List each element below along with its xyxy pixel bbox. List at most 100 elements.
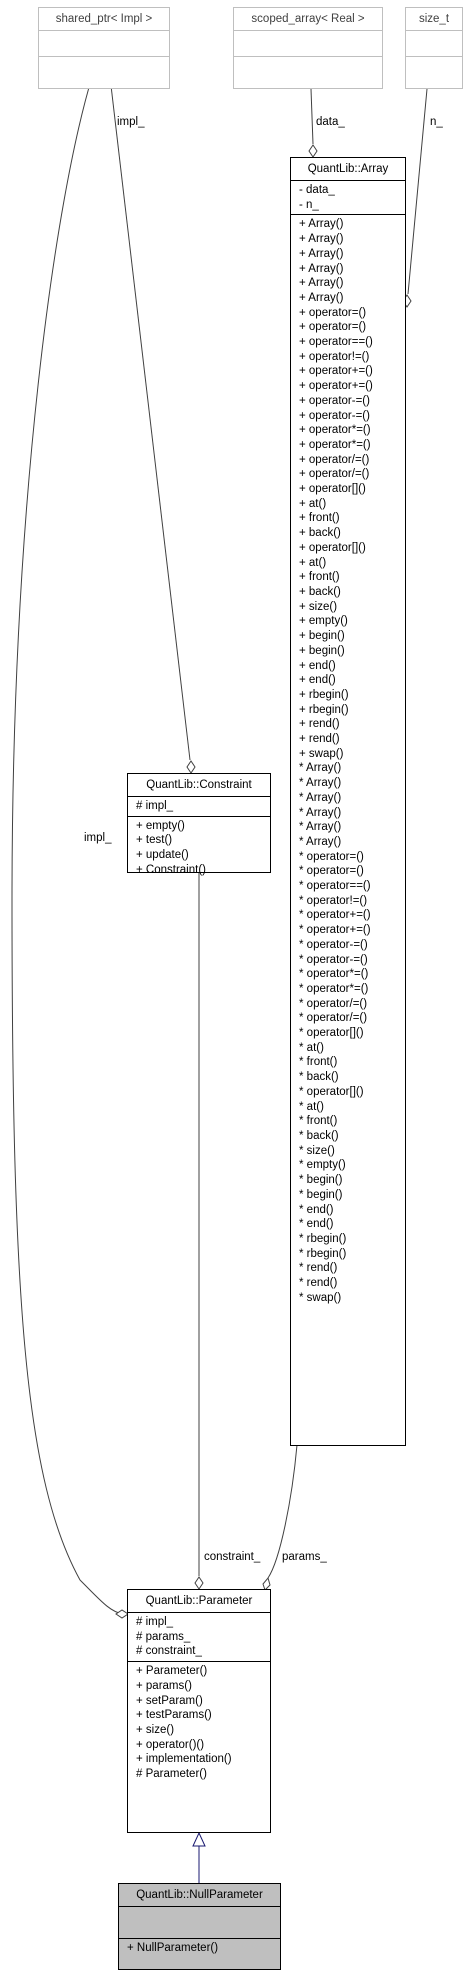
class-member[interactable]: + Array(): [299, 218, 344, 231]
class-member[interactable]: * operator/=(): [299, 997, 368, 1010]
class-member[interactable]: + operator*=(): [299, 424, 371, 437]
class-box-shared-ptr[interactable]: shared_ptr< Impl >: [38, 7, 170, 89]
class-member[interactable]: * size(): [299, 1144, 335, 1157]
class-member[interactable]: + end(): [299, 659, 336, 672]
class-member[interactable]: + empty(): [299, 615, 348, 628]
class-box-parameter[interactable]: QuantLib::Parameter # impl_# params_# co…: [127, 1589, 271, 1833]
class-member[interactable]: + operator=(): [299, 306, 367, 319]
class-member[interactable]: * end(): [299, 1203, 334, 1216]
class-member[interactable]: # params_: [136, 1630, 191, 1643]
class-member[interactable]: * Array(): [299, 806, 342, 819]
class-member[interactable]: + operator-=(): [299, 394, 370, 407]
class-member[interactable]: + at(): [299, 556, 327, 569]
class-member[interactable]: + operator/=(): [299, 453, 370, 466]
class-member[interactable]: + Array(): [299, 233, 344, 246]
class-member[interactable]: + Array(): [299, 291, 344, 304]
class-member[interactable]: + setParam(): [136, 1694, 203, 1707]
class-member[interactable]: - data_: [299, 184, 335, 196]
class-member[interactable]: + params(): [136, 1679, 192, 1692]
class-box-nullparameter[interactable]: QuantLib::NullParameter + NullParameter(…: [118, 1883, 281, 1970]
class-member[interactable]: * back(): [299, 1071, 339, 1084]
class-member[interactable]: + end(): [299, 674, 336, 687]
class-member[interactable]: + operator/=(): [299, 468, 370, 481]
class-member[interactable]: + operator=(): [299, 321, 367, 334]
class-member[interactable]: * rend(): [299, 1277, 338, 1290]
class-member[interactable]: + NullParameter(): [127, 1942, 219, 1954]
class-member[interactable]: # impl_: [136, 800, 174, 812]
class-member[interactable]: * operator-=(): [299, 953, 368, 966]
class-member[interactable]: + Constraint(): [136, 863, 206, 876]
class-member[interactable]: * rend(): [299, 1262, 338, 1275]
class-member[interactable]: + empty(): [136, 819, 185, 832]
class-member[interactable]: + operator[](): [299, 541, 366, 554]
class-member[interactable]: + update(): [136, 849, 189, 862]
class-member[interactable]: + rend(): [299, 718, 340, 731]
class-member[interactable]: * operator/=(): [299, 1012, 368, 1025]
class-member[interactable]: * Array(): [299, 835, 342, 848]
class-member[interactable]: * begin(): [299, 1174, 343, 1187]
class-member[interactable]: + size(): [299, 600, 338, 613]
class-member[interactable]: + size(): [136, 1723, 175, 1736]
class-member[interactable]: * Array(): [299, 821, 342, 834]
class-member[interactable]: + rbegin(): [299, 688, 349, 701]
class-member[interactable]: * operator+=(): [299, 924, 371, 937]
class-member[interactable]: * front(): [299, 1056, 338, 1069]
class-member[interactable]: * Array(): [299, 791, 342, 804]
class-member[interactable]: + operator-=(): [299, 409, 370, 422]
class-member[interactable]: * back(): [299, 1130, 339, 1142]
class-member[interactable]: + operator+=(): [299, 365, 373, 378]
class-member[interactable]: + front(): [299, 512, 340, 525]
class-member[interactable]: * operator=(): [299, 850, 364, 863]
class-member[interactable]: + back(): [299, 527, 341, 540]
class-member[interactable]: * end(): [299, 1218, 334, 1231]
class-member[interactable]: * at(): [299, 1100, 324, 1113]
class-member[interactable]: + operator==(): [299, 336, 373, 349]
class-member[interactable]: # impl_: [136, 1616, 174, 1628]
class-member[interactable]: * rbegin(): [299, 1247, 347, 1260]
class-member[interactable]: + rend(): [299, 733, 340, 746]
class-member[interactable]: + operator()(): [136, 1738, 205, 1751]
class-member[interactable]: + operator+=(): [299, 380, 373, 393]
class-member[interactable]: - n_: [299, 198, 319, 211]
class-member[interactable]: * operator[](): [299, 1085, 364, 1098]
class-member[interactable]: * begin(): [299, 1188, 343, 1201]
class-member[interactable]: + Array(): [299, 247, 344, 260]
class-member[interactable]: + Array(): [299, 277, 344, 290]
class-member[interactable]: + back(): [299, 585, 341, 598]
class-member[interactable]: + front(): [299, 571, 340, 584]
class-member[interactable]: * rbegin(): [299, 1232, 347, 1245]
class-member[interactable]: # Parameter(): [136, 1768, 207, 1781]
class-box-size-t[interactable]: size_t: [405, 7, 463, 89]
class-member[interactable]: # constraint_: [136, 1645, 202, 1658]
class-box-scoped-array[interactable]: scoped_array< Real >: [233, 7, 383, 89]
class-member[interactable]: * operator[](): [299, 1027, 364, 1040]
class-member[interactable]: * operator!=(): [299, 894, 368, 907]
class-member[interactable]: + implementation(): [136, 1753, 232, 1766]
class-member[interactable]: * operator-=(): [299, 938, 368, 951]
class-member[interactable]: * operator*=(): [299, 968, 369, 981]
class-member[interactable]: + begin(): [299, 630, 345, 643]
class-member[interactable]: + operator[](): [299, 483, 366, 496]
class-member[interactable]: * Array(): [299, 777, 342, 790]
class-member[interactable]: * operator=(): [299, 865, 364, 878]
class-member[interactable]: + at(): [299, 497, 327, 510]
class-member[interactable]: + swap(): [299, 747, 344, 760]
class-member[interactable]: + Array(): [299, 262, 344, 275]
class-member[interactable]: * at(): [299, 1041, 324, 1054]
class-member[interactable]: * operator==(): [299, 880, 371, 893]
class-member[interactable]: + rbegin(): [299, 703, 349, 716]
class-member[interactable]: + operator!=(): [299, 350, 370, 363]
class-member[interactable]: + operator*=(): [299, 438, 371, 451]
class-member[interactable]: + testParams(): [136, 1709, 212, 1722]
class-member[interactable]: + Parameter(): [136, 1665, 208, 1678]
class-member[interactable]: + test(): [136, 834, 173, 847]
class-member[interactable]: * Array(): [299, 762, 342, 775]
class-member[interactable]: * operator+=(): [299, 909, 371, 922]
class-member[interactable]: + begin(): [299, 644, 345, 657]
class-box-constraint[interactable]: QuantLib::Constraint # impl_ + empty()+ …: [127, 773, 271, 876]
class-member[interactable]: * front(): [299, 1115, 338, 1128]
class-member[interactable]: * operator*=(): [299, 982, 369, 995]
class-box-array[interactable]: QuantLib::Array - data_- n_ + Array()+ A…: [290, 157, 406, 1446]
class-member[interactable]: * empty(): [299, 1159, 346, 1172]
class-member[interactable]: * swap(): [299, 1291, 342, 1304]
